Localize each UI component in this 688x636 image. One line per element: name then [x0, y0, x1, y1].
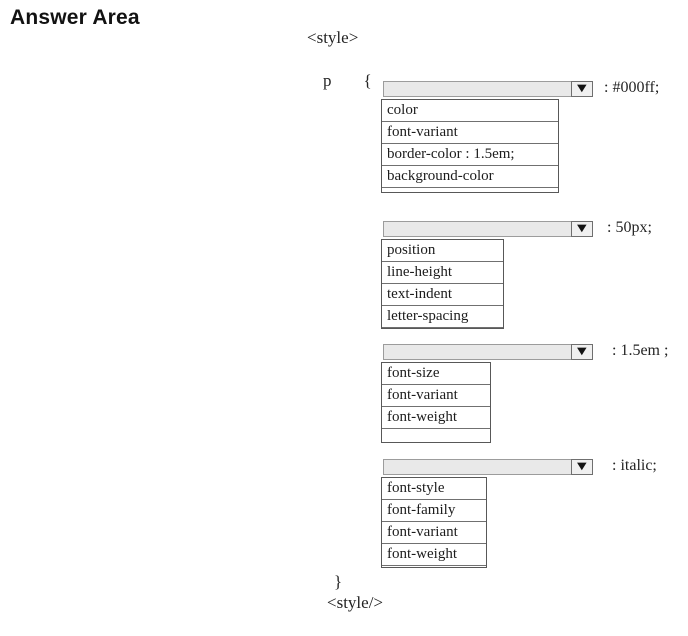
dropdown-arrow-button-2[interactable]: ▼	[571, 221, 593, 237]
chevron-down-icon: ▼	[577, 83, 587, 94]
dropdown-options-list-3: font-size font-variant font-weight	[381, 362, 491, 443]
dropdown-option[interactable]: text-indent	[382, 284, 503, 306]
dropdown-option[interactable]: font-family	[382, 500, 486, 522]
dropdown-select-1[interactable]: ▼	[383, 81, 593, 97]
code-style-open-tag: <style>	[307, 28, 359, 47]
dropdown-group-color: ▼ : #000ff; color font-variant border-co…	[381, 79, 659, 193]
dropdown-arrow-button-1[interactable]: ▼	[571, 81, 593, 97]
dropdown-value-2: : 50px;	[607, 219, 652, 236]
dropdown-select-2[interactable]: ▼	[383, 221, 593, 237]
code-close-brace: }	[334, 572, 343, 591]
dropdown-option[interactable]: color	[382, 100, 558, 122]
dropdown-arrow-button-4[interactable]: ▼	[571, 459, 593, 475]
chevron-down-icon: ▼	[577, 223, 587, 234]
code-selector: p	[323, 71, 332, 90]
dropdown-option[interactable]: font-weight	[382, 544, 486, 566]
dropdown-option[interactable]: font-variant	[382, 122, 558, 144]
dropdown-option[interactable]: font-variant	[382, 385, 490, 407]
code-open-brace: {	[363, 71, 372, 90]
dropdown-option[interactable]: background-color	[382, 166, 558, 188]
chevron-down-icon: ▼	[577, 461, 587, 472]
code-selector-line: p{	[306, 51, 372, 111]
dropdown-group-style: ▼ : italic; font-style font-family font-…	[381, 457, 657, 568]
dropdown-option[interactable]: line-height	[382, 262, 503, 284]
code-style-close-tag: <style/>	[327, 593, 384, 612]
dropdown-value-1: : #000ff;	[604, 79, 660, 96]
dropdown-option[interactable]: border-color : 1.5em;	[382, 144, 558, 166]
dropdown-value-4: : italic;	[612, 457, 657, 474]
dropdown-select-3[interactable]: ▼	[383, 344, 593, 360]
dropdown-option[interactable]: letter-spacing	[382, 306, 503, 328]
dropdown-options-list-4: font-style font-family font-variant font…	[381, 477, 487, 568]
dropdown-group-indent: ▼ : 50px; position line-height text-inde…	[381, 219, 652, 329]
page-title: Answer Area	[10, 6, 140, 29]
dropdown-option[interactable]: font-style	[382, 478, 486, 500]
dropdown-option[interactable]: font-weight	[382, 407, 490, 429]
dropdown-option[interactable]: font-size	[382, 363, 490, 385]
dropdown-select-4[interactable]: ▼	[383, 459, 593, 475]
dropdown-options-list-2: position line-height text-indent letter-…	[381, 239, 504, 329]
chevron-down-icon: ▼	[577, 346, 587, 357]
dropdown-option[interactable]: font-variant	[382, 522, 486, 544]
dropdown-group-size: ▼ : 1.5em ; font-size font-variant font-…	[381, 342, 668, 443]
dropdown-arrow-button-3[interactable]: ▼	[571, 344, 593, 360]
dropdown-option[interactable]: position	[382, 240, 503, 262]
dropdown-value-3: : 1.5em ;	[612, 342, 669, 359]
dropdown-options-list-1: color font-variant border-color : 1.5em;…	[381, 99, 559, 193]
